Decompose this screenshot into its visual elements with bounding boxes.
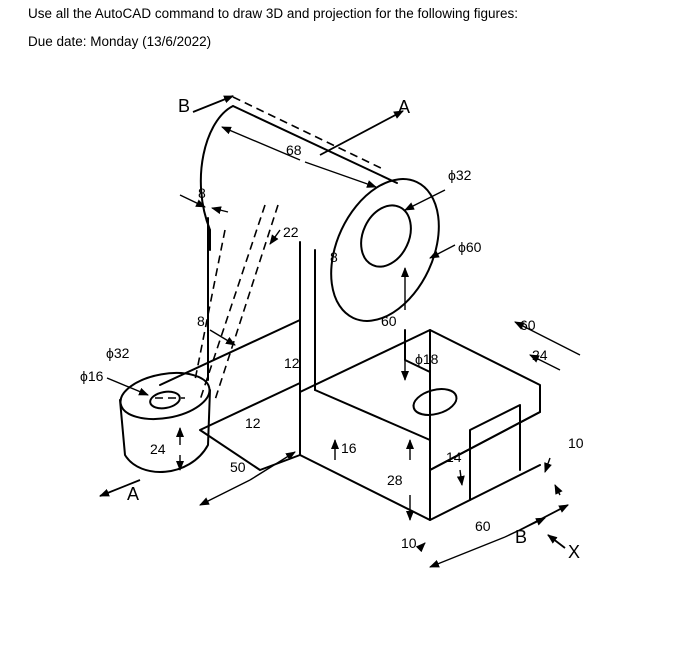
view-arrow-b-top — [192, 95, 234, 113]
dim-24-right: 24 — [532, 347, 548, 363]
left-boss-top — [119, 371, 211, 421]
view-arrow-a-top — [319, 110, 404, 156]
cylinder-bore — [360, 204, 412, 268]
dim-16: 16 — [341, 440, 357, 456]
dim-phi18: ϕ18 — [415, 351, 439, 367]
dim-phi60: ϕ60 — [458, 239, 482, 255]
dim-14: 14 — [446, 449, 462, 465]
label-b-top: B — [178, 96, 190, 116]
dim-60-bottom: 60 — [475, 518, 491, 534]
label-b-bottom: B — [515, 527, 527, 547]
dim-28: 28 — [387, 472, 403, 488]
view-arrow-a-bottom — [99, 479, 141, 497]
dim-50: 50 — [230, 459, 246, 475]
dim-60-height: 60 — [381, 313, 397, 329]
dim-10-bottom: 10 — [401, 535, 417, 551]
dim-10-right: 10 — [568, 435, 584, 451]
dim-60-right: 60 — [520, 317, 536, 333]
dim-8-top: 8 — [198, 185, 206, 201]
dim-8-hub: 8 — [330, 249, 338, 265]
dim-12-top: 12 — [284, 355, 300, 371]
dim-phi32-top: ϕ32 — [448, 167, 472, 183]
dim-8-rib: 8 — [197, 313, 205, 329]
left-boss-hole — [149, 390, 181, 410]
base-hole — [412, 388, 458, 416]
dim-24-boss: 24 — [150, 441, 166, 457]
label-x: X — [568, 542, 580, 562]
cylinder-front-face — [330, 178, 440, 322]
view-arrow-b-bottom — [519, 504, 569, 531]
label-a-top: A — [398, 97, 410, 117]
dim-12-side: 12 — [245, 415, 261, 431]
hidden-lines — [155, 96, 386, 401]
dim-22: 22 — [283, 224, 299, 240]
dim-phi32-left: ϕ32 — [106, 345, 130, 361]
upright-web — [207, 217, 316, 396]
dim-phi16: ϕ16 — [80, 368, 104, 384]
left-arm — [159, 319, 301, 471]
dim-68: 68 — [286, 142, 302, 158]
assignment-instruction: Use all the AutoCAD command to draw 3D a… — [28, 6, 519, 21]
cylinder-outline — [199, 105, 398, 231]
label-a-bottom: A — [127, 484, 139, 504]
view-arrow-x — [547, 534, 566, 549]
due-date: Due date: Monday (13/6/2022) — [28, 34, 212, 49]
